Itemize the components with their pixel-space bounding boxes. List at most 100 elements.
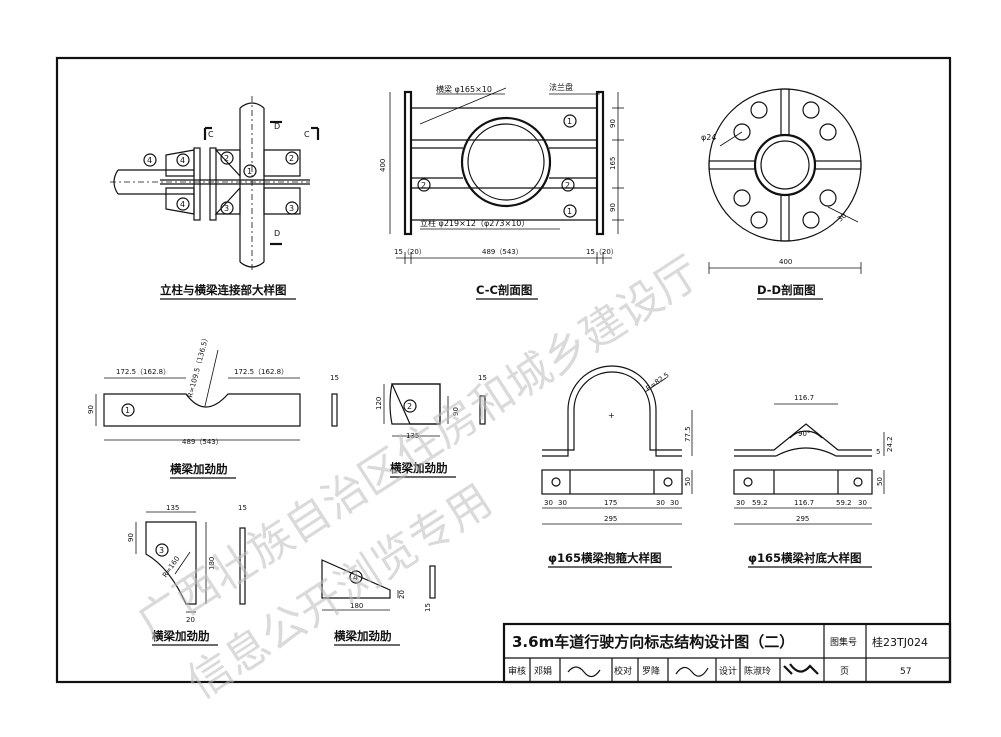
svg-text:175: 175: [604, 499, 617, 507]
review-signature: [567, 666, 601, 678]
svg-text:30: 30: [670, 499, 679, 507]
section-d-d: φ24 30 400 D-D剖面图: [701, 88, 862, 300]
page-label: 页: [840, 666, 849, 677]
svg-text:30: 30: [736, 499, 745, 507]
svg-text:180: 180: [208, 557, 216, 570]
caption-rib-4: 横梁加劲肋: [334, 629, 392, 643]
svg-text:90: 90: [609, 203, 617, 212]
svg-text:90: 90: [452, 407, 460, 416]
svg-text:2: 2: [565, 181, 570, 190]
svg-text:30: 30: [858, 499, 867, 507]
svg-text:180: 180: [350, 602, 363, 610]
svg-text:1: 1: [247, 167, 252, 176]
svg-text:15: 15: [238, 504, 247, 512]
atlas-label: 图集号: [830, 636, 857, 648]
svg-text:90: 90: [87, 405, 95, 414]
check-label: 校对: [614, 665, 632, 677]
hoop-center-mark: +: [608, 411, 615, 420]
svg-text:30: 30: [656, 499, 665, 507]
svg-text:1: 1: [567, 207, 572, 216]
check-name: 罗降: [642, 665, 660, 677]
svg-text:135: 135: [166, 504, 179, 512]
svg-text:400: 400: [379, 159, 387, 172]
svg-text:4: 4: [180, 200, 185, 209]
svg-text:2: 2: [421, 181, 426, 190]
svg-text:116.7: 116.7: [794, 499, 814, 507]
svg-text:59.2: 59.2: [752, 499, 768, 507]
svg-text:1: 1: [567, 117, 572, 126]
svg-text:400: 400: [779, 258, 792, 266]
svg-text:2: 2: [224, 154, 229, 163]
caption-cc: C-C剖面图: [476, 283, 532, 297]
svg-text:R=82.5: R=82.5: [645, 371, 671, 393]
caption-rib-2: 横梁加劲肋: [390, 461, 448, 475]
svg-text:15: 15: [424, 603, 432, 612]
svg-text:4: 4: [180, 156, 185, 165]
drawing-title: 3.6m车道行驶方向标志结构设计图（二）: [512, 633, 794, 651]
rib-1-detail: 1 R=109.5（136.5） 172.5（162.8） 172.5（162.…: [87, 334, 339, 479]
page-number: 57: [900, 667, 911, 677]
svg-text:59.2: 59.2: [836, 499, 852, 507]
svg-text:3: 3: [159, 546, 164, 555]
svg-text:4: 4: [147, 156, 152, 165]
svg-text:295: 295: [604, 515, 617, 523]
rib-4-detail: 4 180 20 15 横梁加劲肋: [321, 559, 436, 646]
svg-text:50: 50: [876, 477, 884, 486]
svg-text:50: 50: [684, 477, 692, 486]
svg-text:90: 90: [609, 119, 617, 128]
svg-text:165: 165: [609, 157, 617, 170]
design-label: 设计: [719, 665, 737, 677]
design-signature: [783, 663, 819, 675]
svg-text:77.5: 77.5: [684, 426, 692, 442]
svg-text:5: 5: [876, 448, 880, 456]
check-signature: [675, 666, 709, 677]
design-name: 陈淑玲: [744, 665, 771, 677]
svg-text:15: 15: [478, 374, 487, 382]
svg-text:90°: 90°: [798, 430, 810, 438]
svg-text:20: 20: [186, 616, 195, 624]
section-mark-d-top: D: [274, 122, 280, 131]
caption-rib-1: 横梁加劲肋: [170, 462, 228, 476]
svg-text:489（543）: 489（543）: [482, 248, 523, 256]
caption-connection: 立柱与横梁连接部大样图: [160, 283, 287, 297]
caption-dd: D-D剖面图: [757, 283, 816, 297]
rib-2-detail: 2 120 90 135 15 横梁加劲肋: [375, 374, 487, 478]
svg-text:15: 15: [330, 374, 339, 382]
column-label: 立柱 φ219×12（φ273×10）: [420, 218, 529, 228]
connection-detail: C C D D 4 4 4 2 3 1 2 3 立柱与横梁连接部大样图: [110, 96, 320, 300]
caption-pad: φ165横梁衬底大样图: [748, 551, 862, 565]
section-mark-c-left: C: [208, 130, 214, 139]
section-c-c: 2 2 1 1 横梁 φ165×10 法兰盘 立柱 φ219×12（φ273×1…: [379, 82, 624, 300]
pad-detail: 90° 116.7 24.2 5 50 30 59.2 116.7 59.2 3…: [733, 394, 894, 568]
svg-text:R=109.5（136.5）: R=109.5（136.5）: [186, 334, 211, 399]
part-callouts: 4 4 4 2 3 1 2 3: [143, 151, 299, 215]
svg-text:30: 30: [558, 499, 567, 507]
svg-text:2: 2: [289, 154, 294, 163]
section-mark-d-bottom: D: [274, 229, 280, 238]
hoop-detail: + R=82.5 77.5 50 30 30 175 30 30 295 φ16…: [541, 365, 693, 568]
svg-text:295: 295: [796, 515, 809, 523]
svg-text:20: 20: [398, 590, 406, 599]
svg-text:30: 30: [836, 212, 848, 224]
svg-text:15（20）: 15（20）: [394, 248, 426, 256]
caption-hoop: φ165横梁抱箍大样图: [548, 551, 662, 565]
svg-text:3: 3: [289, 204, 294, 213]
svg-text:30: 30: [544, 499, 553, 507]
svg-text:1: 1: [125, 406, 130, 415]
svg-text:4: 4: [353, 573, 358, 582]
svg-text:2: 2: [407, 402, 412, 411]
flange-label: 法兰盘: [549, 82, 573, 92]
review-label: 审核: [508, 665, 526, 677]
atlas-number: 桂23TJ024: [872, 635, 928, 649]
svg-text:135: 135: [406, 432, 419, 440]
title-block: 3.6m车道行驶方向标志结构设计图（二） 图集号 桂23TJ024 审核 邓娟 …: [502, 622, 952, 684]
section-mark-c-right: C: [304, 130, 310, 139]
caption-rib-3: 横梁加劲肋: [152, 629, 210, 643]
hole-diameter-label: φ24: [701, 133, 716, 142]
svg-text:120: 120: [375, 397, 383, 410]
svg-text:15（20）: 15（20）: [586, 248, 618, 256]
svg-text:90: 90: [127, 533, 135, 542]
beam-label: 横梁 φ165×10: [436, 84, 492, 94]
svg-text:24.2: 24.2: [886, 436, 894, 452]
